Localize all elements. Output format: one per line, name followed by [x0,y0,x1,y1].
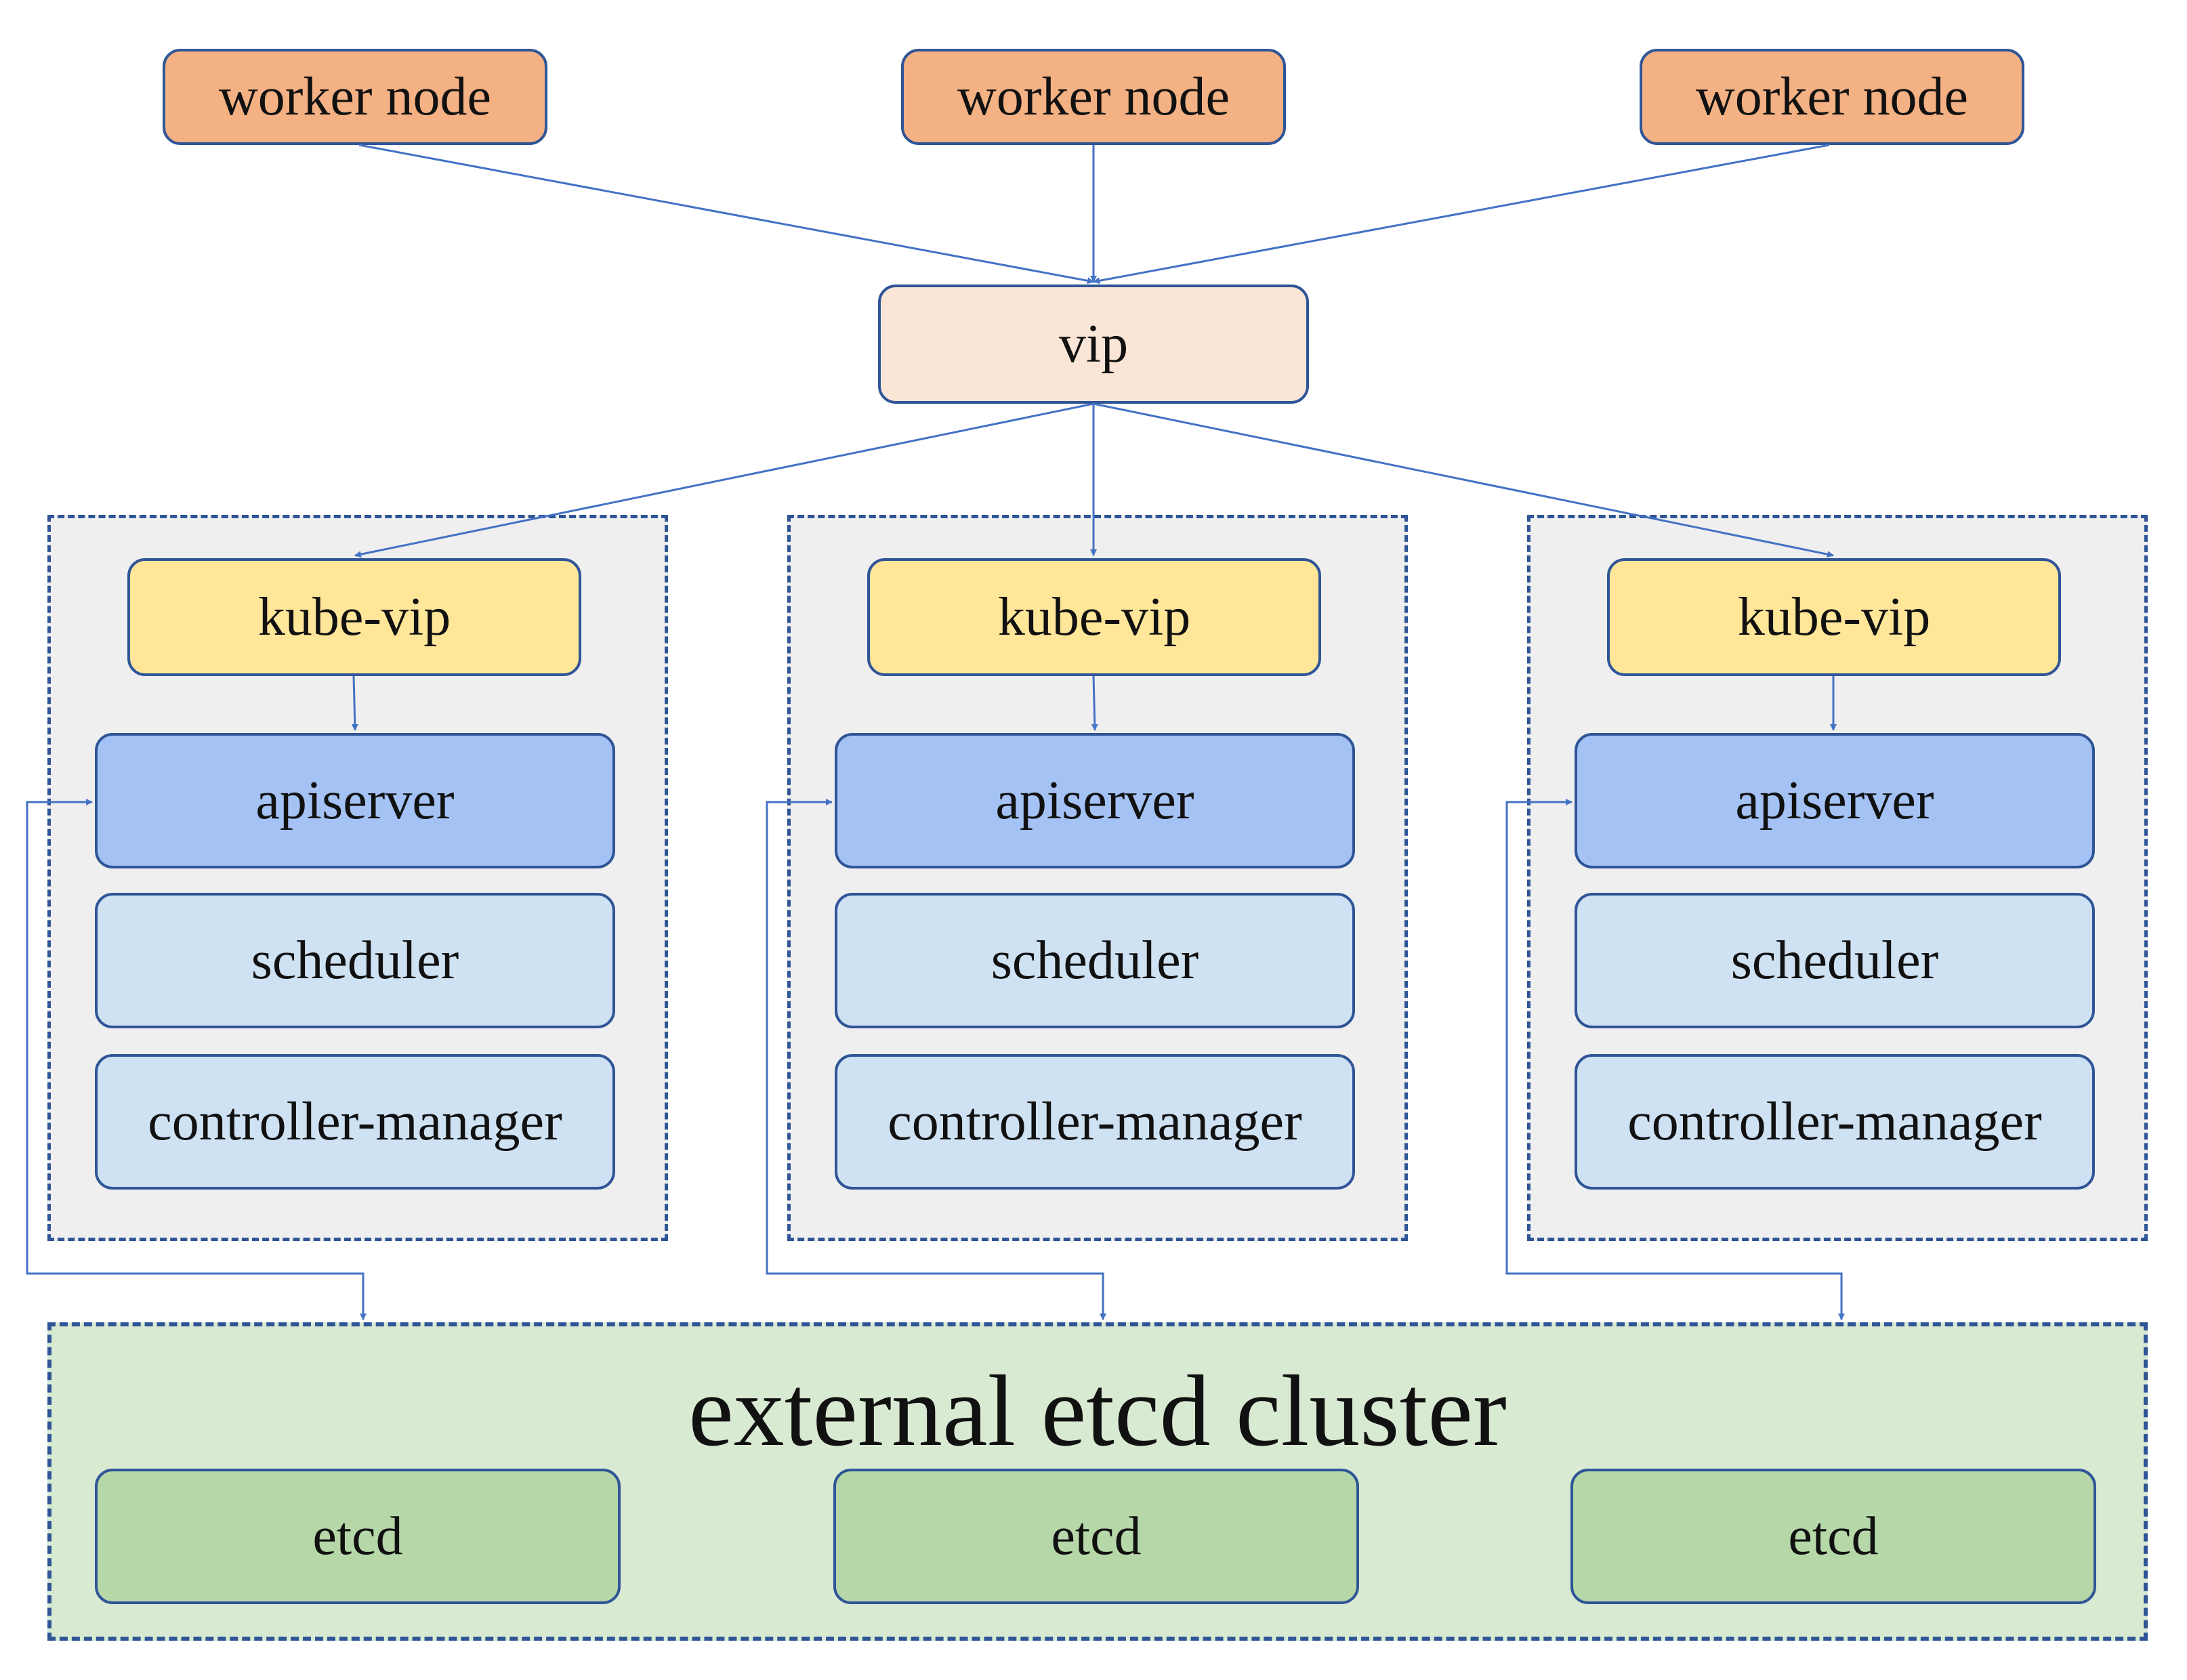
controller-manager-2[interactable]: controller-manager [835,1054,1355,1190]
kube-vip-1[interactable]: kube-vip [127,558,581,676]
apiserver-2[interactable]: apiserver [835,733,1355,868]
connector-worker1-vip [358,144,1094,285]
kube-vip-3[interactable]: kube-vip [1607,558,2061,676]
scheduler-3[interactable]: scheduler [1575,893,2095,1028]
etcd-member-2[interactable]: etcd [833,1469,1359,1604]
worker-node-1[interactable]: worker node [163,49,547,145]
kube-vip-2[interactable]: kube-vip [867,558,1321,676]
etcd-cluster-title: external etcd cluster [688,1355,1507,1467]
apiserver-1[interactable]: apiserver [95,733,615,868]
worker-node-2[interactable]: worker node [901,49,1286,145]
scheduler-2[interactable]: scheduler [835,893,1355,1028]
controller-manager-3[interactable]: controller-manager [1575,1054,2095,1190]
worker-node-3[interactable]: worker node [1640,49,2024,145]
etcd-member-1[interactable]: etcd [95,1469,621,1604]
vip-node[interactable]: vip [878,285,1309,404]
controller-manager-1[interactable]: controller-manager [95,1054,615,1190]
etcd-member-3[interactable]: etcd [1570,1469,2096,1604]
apiserver-3[interactable]: apiserver [1575,733,2095,868]
scheduler-1[interactable]: scheduler [95,893,615,1028]
connector-worker3-vip [1093,144,1830,285]
